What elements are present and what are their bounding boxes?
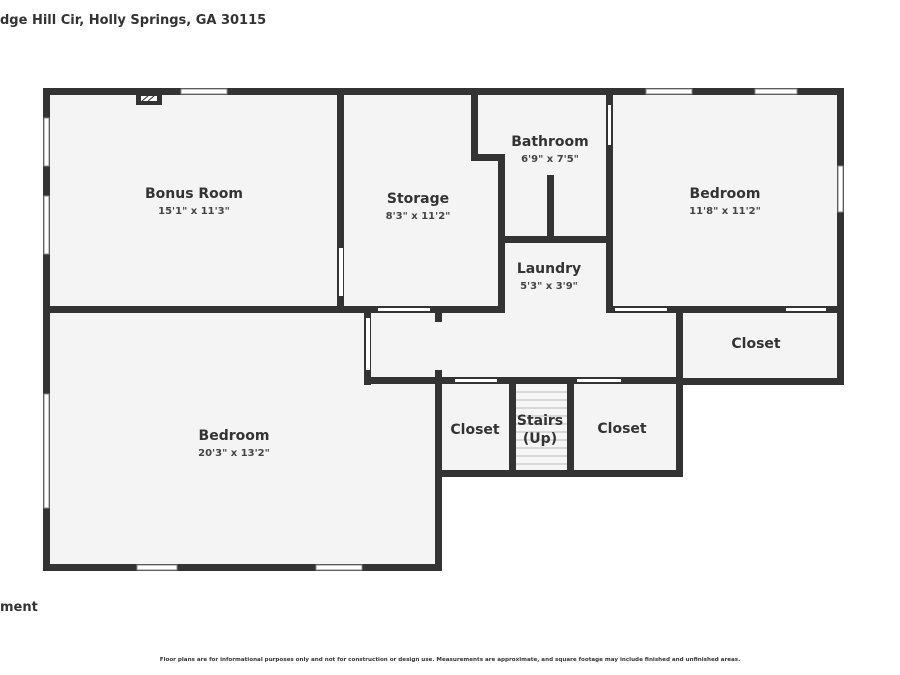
closet-left-name: Closet — [450, 422, 500, 438]
stairs-direction: (Up) — [523, 431, 557, 447]
disclaimer-text: Floor plans are for informational purpos… — [159, 657, 741, 663]
stairs-name: Stairs — [517, 413, 563, 429]
closet-right-name: Closet — [731, 336, 781, 352]
room-labels: Bonus Room 15'1" x 11'3" Storage 8'3" x … — [145, 134, 781, 459]
laundry-name: Laundry — [517, 261, 581, 277]
windows — [43, 88, 844, 571]
bedroom-right-name: Bedroom — [690, 186, 761, 202]
door-openings — [339, 105, 826, 382]
bedroom-left-name: Bedroom — [199, 428, 270, 444]
bedroom-right-dims: 11'8" x 11'2" — [689, 206, 761, 217]
bathroom-name: Bathroom — [511, 134, 589, 150]
level-label: ment — [0, 600, 38, 615]
bonus-room-dims: 15'1" x 11'3" — [158, 206, 230, 217]
property-address: dge Hill Cir, Holly Springs, GA 30115 — [0, 13, 267, 28]
bathroom-dims: 6'9" x 7'5" — [521, 154, 579, 165]
stairs-treads — [516, 384, 567, 470]
bedroom-left-dims: 20'3" x 13'2" — [198, 448, 270, 459]
bonus-room-name: Bonus Room — [145, 186, 243, 202]
laundry-dims: 5'3" x 3'9" — [520, 281, 578, 292]
storage-name: Storage — [387, 191, 449, 207]
fireplace-icon — [136, 92, 162, 105]
storage-dims: 8'3" x 11'2" — [386, 211, 451, 222]
closet-mid-name: Closet — [597, 421, 647, 437]
floor-fills — [45, 90, 842, 570]
